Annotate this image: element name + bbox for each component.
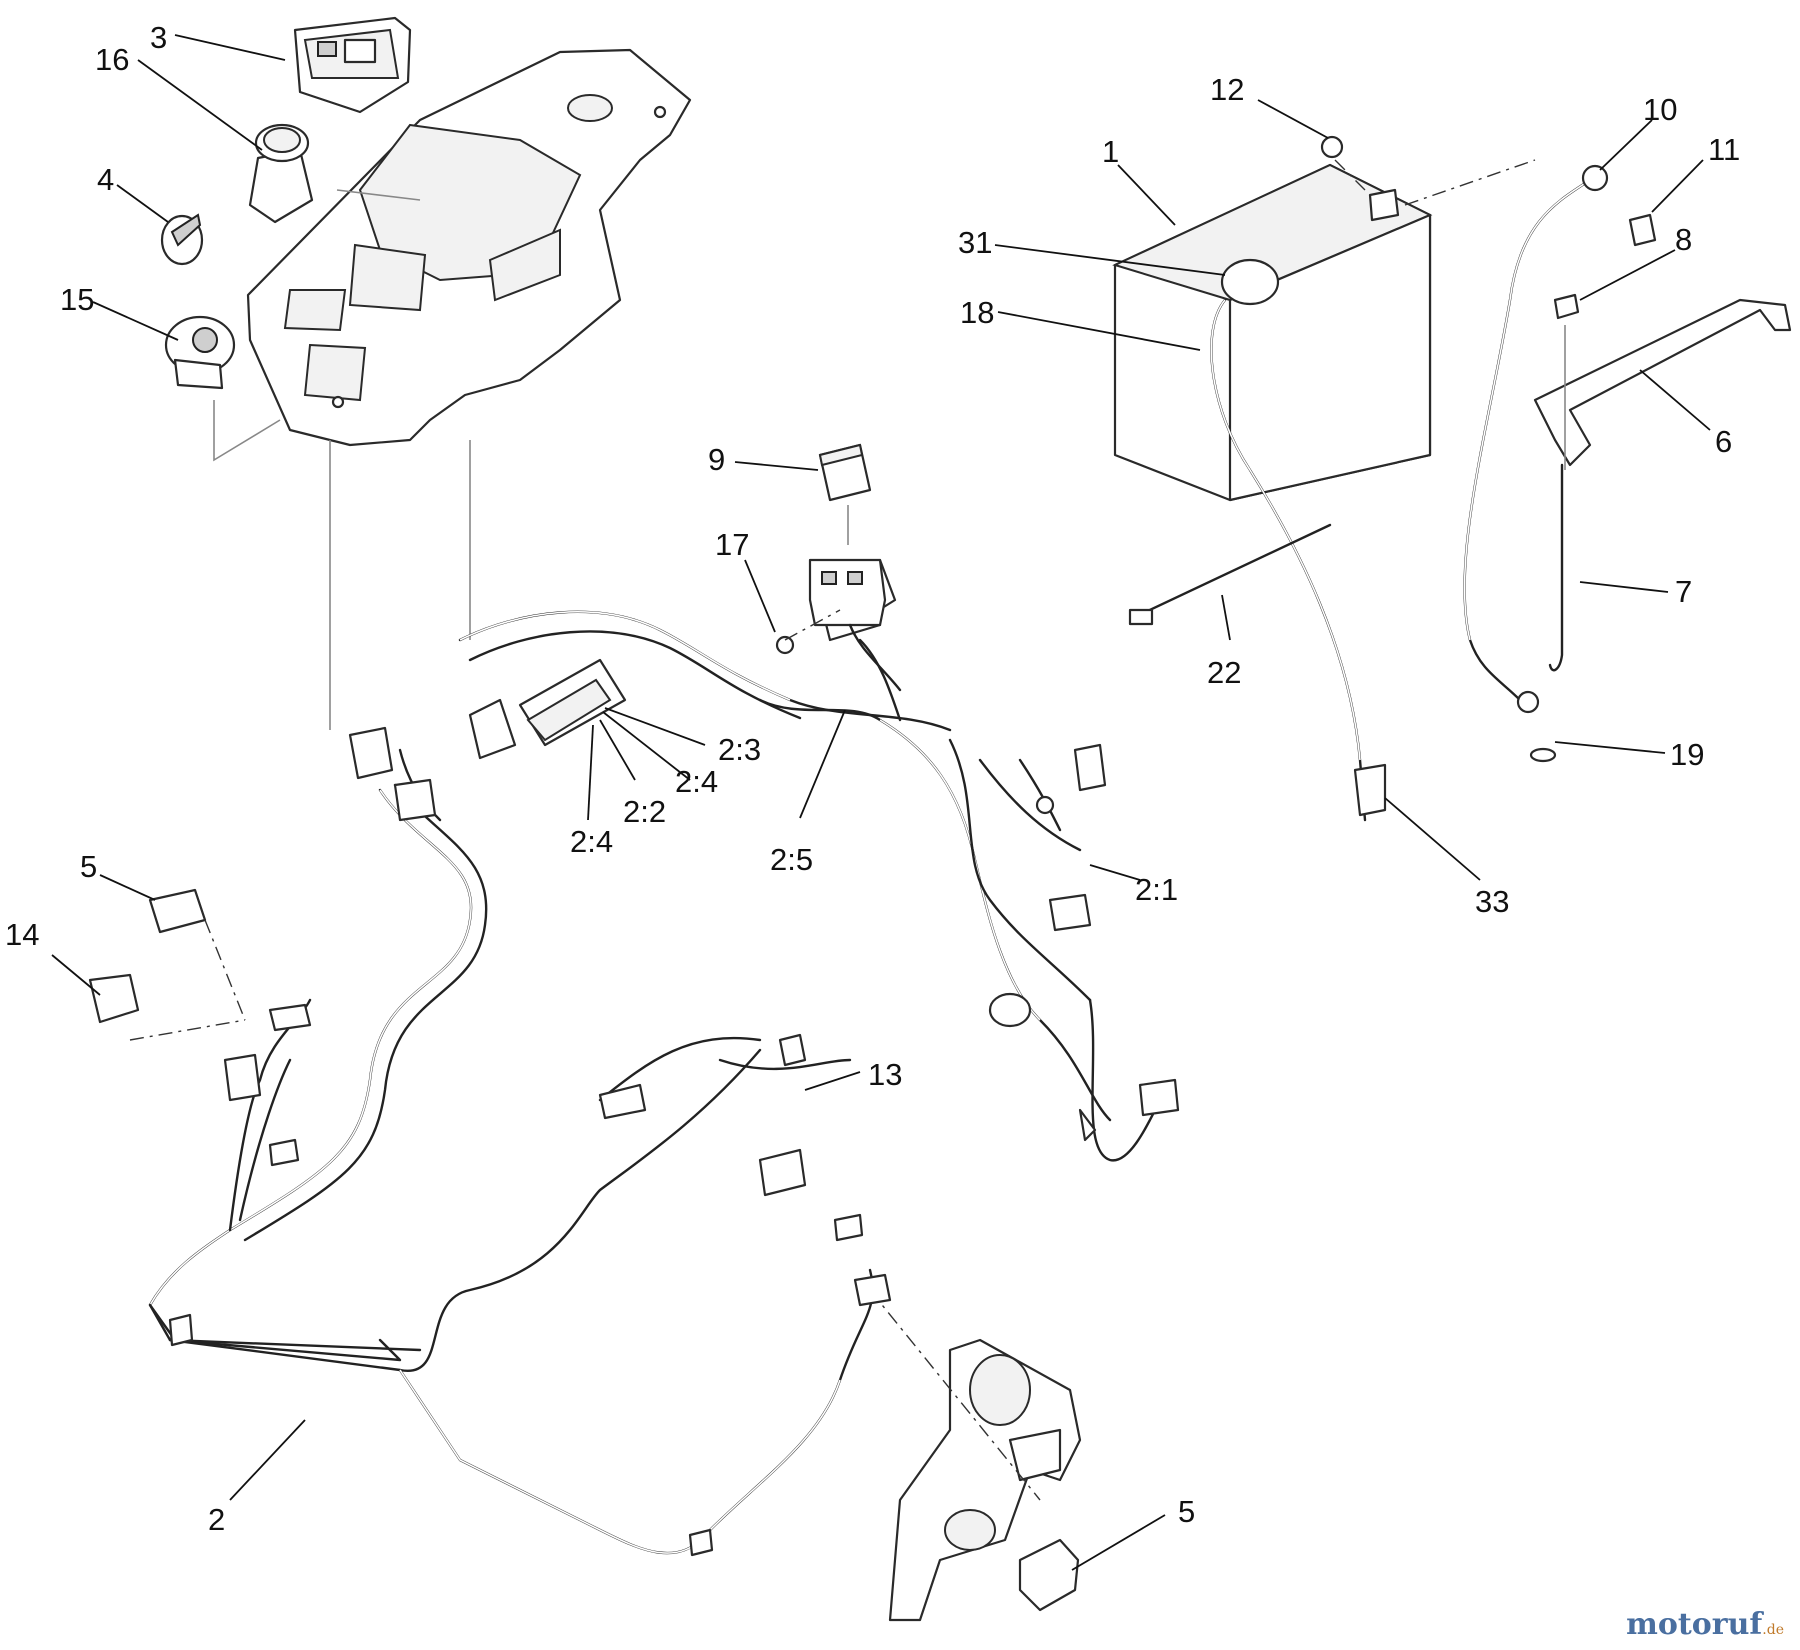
callout-1: 1	[1102, 134, 1119, 169]
callout-14: 14	[5, 917, 39, 952]
ignition-switch	[164, 315, 281, 462]
callout-2-5: 2:5	[770, 842, 813, 877]
switch-14	[88, 973, 246, 1041]
callout-7: 7	[1675, 574, 1692, 609]
callout-11: 11	[1708, 132, 1740, 167]
bolt-11	[1628, 213, 1657, 247]
callout-12: 12	[1210, 72, 1244, 107]
interlock-switch-5	[148, 888, 246, 1021]
hold-down-rod	[1548, 463, 1564, 672]
watermark-tld: .de	[1762, 1622, 1784, 1638]
callout-2-4b: 2:4	[570, 824, 613, 859]
callout-33: 33	[1475, 884, 1509, 919]
battery-cable-10	[1463, 164, 1609, 763]
cable-tie-22	[1128, 523, 1332, 626]
callout-22: 22	[1207, 655, 1241, 690]
hold-down-bracket	[1533, 293, 1792, 470]
callout-15: 15	[60, 282, 94, 317]
brake-bracket	[869, 1289, 1082, 1622]
callout-13: 13	[868, 1057, 902, 1092]
harness-clip-lower	[688, 1213, 892, 1557]
callout-5-upper: 5	[80, 849, 97, 884]
callout-2-1: 2:1	[1135, 872, 1178, 907]
sensor-13	[598, 1033, 852, 1197]
callout-2-3: 2:3	[718, 732, 761, 767]
callout-18: 18	[960, 295, 994, 330]
callout-2-4a: 2:4	[675, 764, 718, 799]
callout-19: 19	[1670, 737, 1704, 772]
harness-connectors	[348, 558, 1180, 1142]
battery-cable-33	[1210, 298, 1387, 822]
display-module	[293, 16, 412, 114]
callout-4: 4	[97, 162, 114, 197]
callout-8: 8	[1675, 222, 1692, 257]
callout-17: 17	[715, 527, 749, 562]
interlock-switch-5-lower	[1018, 1538, 1080, 1612]
callout-9: 9	[708, 442, 725, 477]
callout-31: 31	[958, 225, 992, 260]
callout-6: 6	[1715, 424, 1732, 459]
callout-16: 16	[95, 42, 129, 77]
leader-lines	[51, 34, 1711, 1571]
watermark: motoruf.de	[1626, 1607, 1784, 1642]
harness-plug-left	[168, 1003, 312, 1347]
watermark-brand: motoruf	[1626, 1607, 1763, 1642]
callouts: 3 16 4 15 9 17 12 1 31 18 10 11 8 6 7 19…	[5, 20, 1740, 1537]
knob-switch	[248, 123, 314, 224]
battery	[1112, 135, 1536, 502]
key-cap	[160, 213, 204, 266]
callout-3: 3	[150, 20, 167, 55]
callout-2: 2	[208, 1502, 225, 1537]
callout-2-2: 2:2	[623, 794, 666, 829]
callout-10: 10	[1643, 92, 1677, 127]
fastener-17	[775, 609, 841, 655]
dash-panel	[246, 48, 692, 730]
callout-5-lower: 5	[1178, 1494, 1195, 1529]
relay-socket	[808, 558, 902, 692]
relay	[818, 443, 872, 545]
